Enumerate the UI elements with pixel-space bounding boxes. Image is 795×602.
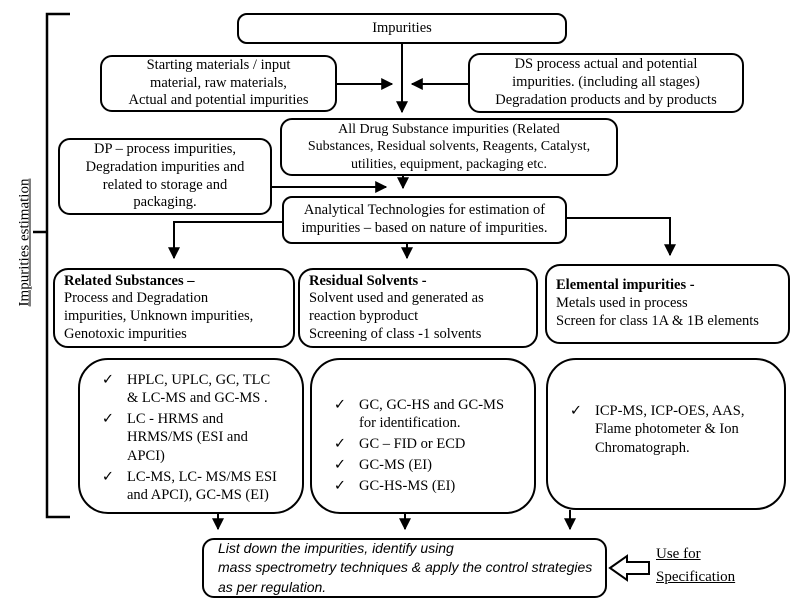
list-item-text: LC - HRMS and HRMS/MS (ESI and APCI) — [127, 411, 248, 464]
list-item-text: HPLC, UPLC, GC, TLC & LC-MS and GC-MS . — [127, 372, 271, 407]
residual-solvents-title: Residual Solvents - — [309, 272, 427, 289]
list-item-text: LC-MS, LC- MS/MS ESI and APCI), GC-MS (E… — [127, 468, 277, 503]
list-item-text: ICP-MS, ICP-OES, AAS, Flame photometer &… — [595, 403, 745, 456]
check-icon: ✓ — [101, 411, 115, 428]
box-final-note: List down the impurities, identify using… — [202, 538, 607, 598]
list-item: ✓ ICP-MS, ICP-OES, AAS, Flame photometer… — [566, 402, 776, 456]
box-residual-solvents: Residual Solvents - Solvent used and gen… — [298, 268, 538, 348]
box-analytical-technologies: Analytical Technologies for estimation o… — [282, 196, 567, 244]
list-item: ✓ GC – FID or ECD — [330, 435, 526, 453]
use-for-specification-label: Use for Specification — [656, 546, 736, 586]
related-substances-title: Related Substances – — [64, 272, 195, 289]
list-item: ✓ LC - HRMS and HRMS/MS (ESI and APCI) — [98, 410, 294, 464]
box-related-substances: Related Substances – Process and Degrada… — [53, 268, 295, 348]
check-icon: ✓ — [101, 372, 115, 389]
list-item-text: GC – FID or ECD — [359, 435, 466, 452]
list-related-methods: ✓ HPLC, UPLC, GC, TLC & LC-MS and GC-MS … — [78, 358, 304, 514]
elemental-impurities-title: Elemental impurities - — [556, 277, 695, 294]
check-icon: ✓ — [333, 396, 347, 413]
list-elemental-methods: ✓ ICP-MS, ICP-OES, AAS, Flame photometer… — [546, 358, 786, 510]
list-item: ✓ GC-HS-MS (EI) — [330, 477, 526, 495]
related-substances-body: Process and Degradation impurities, Unkn… — [64, 290, 254, 342]
list-item: ✓ GC, GC-HS and GC-MS for identification… — [330, 396, 526, 432]
check-icon: ✓ — [333, 435, 347, 452]
side-label-impurities-estimation: Impurities estimation — [16, 178, 33, 307]
residual-solvents-body: Solvent used and generated as reaction b… — [309, 290, 484, 342]
list-item: ✓ GC-MS (EI) — [330, 456, 526, 474]
box-dp-process: DP – process impurities, Degradation imp… — [58, 138, 272, 215]
list-residual-methods: ✓ GC, GC-HS and GC-MS for identification… — [310, 358, 536, 514]
box-ds-process: DS process actual and potential impuriti… — [468, 53, 744, 113]
check-icon: ✓ — [333, 478, 347, 495]
box-elemental-impurities: Elemental impurities - Metals used in pr… — [545, 264, 790, 344]
block-arrow-left-icon — [608, 554, 650, 582]
check-icon: ✓ — [333, 457, 347, 474]
connector-analytical-to-related — [168, 221, 282, 260]
connector-analytical-to-elemental — [567, 217, 676, 257]
box-impurities: Impurities — [237, 13, 567, 44]
list-item: ✓ LC-MS, LC- MS/MS ESI and APCI), GC-MS … — [98, 468, 294, 504]
list-item: ✓ HPLC, UPLC, GC, TLC & LC-MS and GC-MS … — [98, 371, 294, 407]
check-icon: ✓ — [569, 403, 583, 420]
list-item-text: GC-HS-MS (EI) — [359, 478, 456, 495]
box-starting-materials: Starting materials / input material, raw… — [100, 55, 337, 112]
bracket-line — [45, 12, 70, 519]
check-icon: ✓ — [101, 468, 115, 485]
list-item-text: GC, GC-HS and GC-MS for identification. — [359, 396, 505, 431]
box-all-drug-substance: All Drug Substance impurities (Related S… — [280, 118, 618, 176]
elemental-impurities-body: Metals used in process Screen for class … — [556, 295, 759, 329]
list-item-text: GC-MS (EI) — [359, 457, 432, 474]
